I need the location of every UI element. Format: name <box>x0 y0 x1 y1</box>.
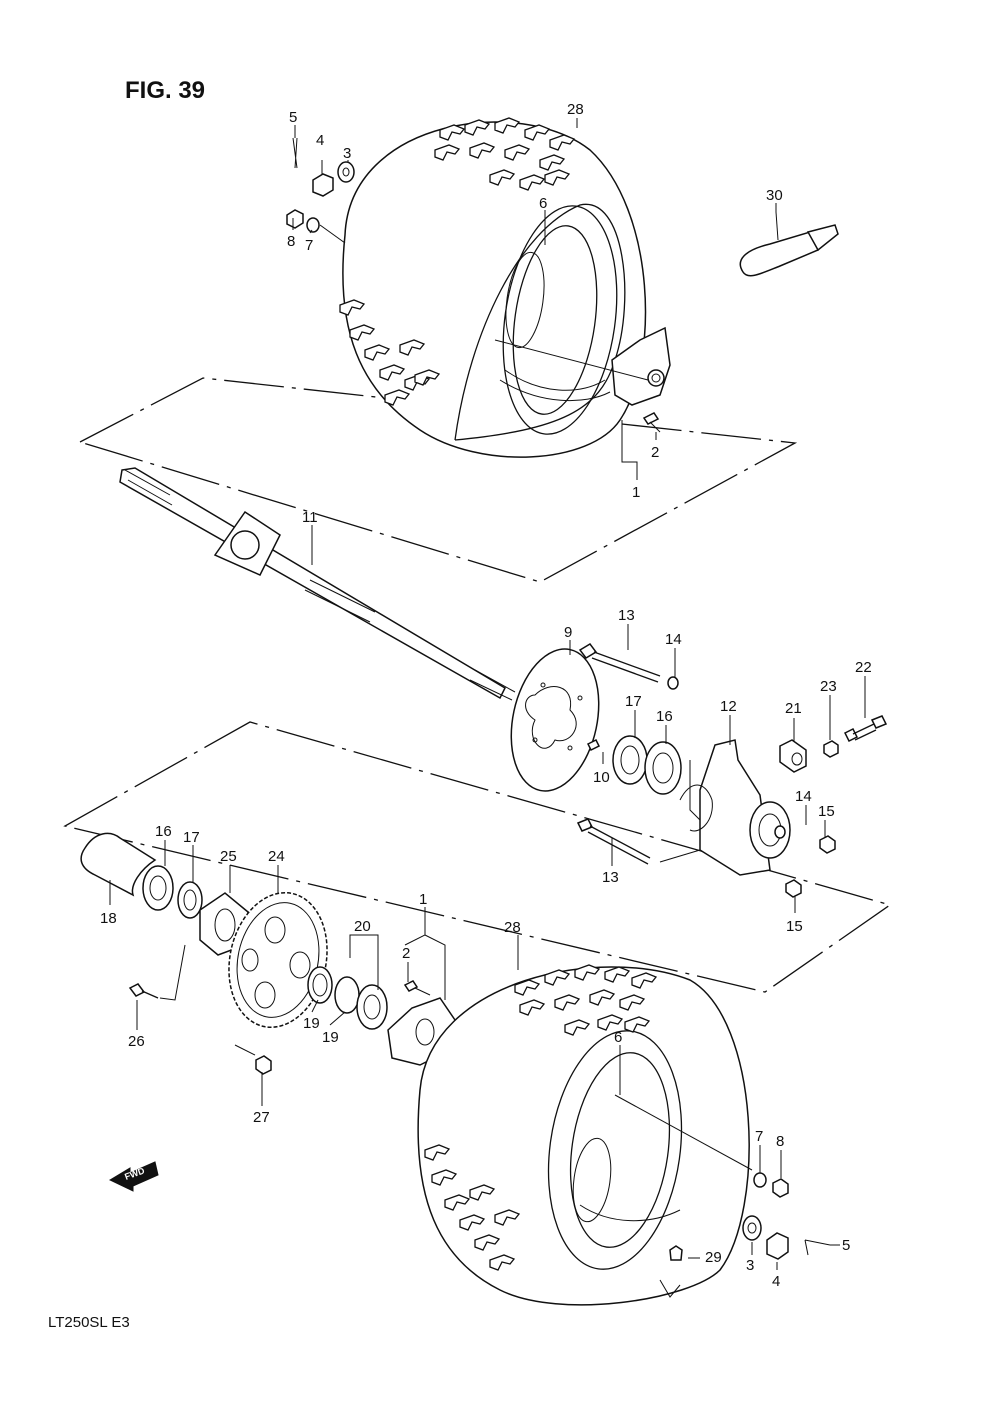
brake-disc <box>510 648 601 792</box>
bolt-13-lower <box>576 818 802 898</box>
callout-10: 10 <box>593 769 610 786</box>
callout-19b: 19 <box>322 1029 339 1046</box>
callout-19a: 19 <box>303 1015 320 1032</box>
callout-25: 25 <box>220 848 237 865</box>
callout-14: 14 <box>665 631 682 648</box>
callout-17b: 17 <box>183 829 200 846</box>
bearings-upper <box>612 735 682 795</box>
callout-15: 15 <box>818 803 835 820</box>
leader-lines <box>109 118 866 1270</box>
callout-6b: 6 <box>614 1029 622 1046</box>
lower-spacer-bearings <box>80 832 203 919</box>
callout-15b: 15 <box>786 918 803 935</box>
callout-22: 22 <box>855 659 872 676</box>
bolt-13-upper <box>578 643 679 690</box>
callout-23: 23 <box>820 678 837 695</box>
callout-12: 12 <box>720 698 737 715</box>
upper-tire <box>339 117 647 458</box>
valve-tool <box>739 211 839 277</box>
callout-17: 17 <box>625 693 642 710</box>
axle-housing <box>679 739 791 876</box>
sprocket-fasteners <box>128 944 272 1075</box>
figure-title: FIG. 39 <box>125 77 205 104</box>
callout-27: 27 <box>253 1109 270 1126</box>
callout-7: 7 <box>305 237 313 254</box>
seals-bearing-20 <box>307 966 388 1030</box>
lower-tire <box>417 964 750 1306</box>
callout-14b: 14 <box>795 788 812 805</box>
upper-right-hardware <box>774 715 888 854</box>
callout-24: 24 <box>268 848 285 865</box>
callout-1b: 1 <box>419 891 427 908</box>
callout-29: 29 <box>705 1249 722 1266</box>
callout-13b: 13 <box>602 869 619 886</box>
callout-8b: 8 <box>776 1133 784 1150</box>
callout-6: 6 <box>539 195 547 212</box>
callout-3: 3 <box>343 145 351 162</box>
callout-20: 20 <box>354 918 371 935</box>
callout-26: 26 <box>128 1033 145 1050</box>
callout-11: 11 <box>302 509 318 526</box>
callout-18: 18 <box>100 910 117 927</box>
lower-alignment-plane <box>63 721 892 993</box>
callout-30: 30 <box>766 187 783 204</box>
callout-3b: 3 <box>746 1257 754 1274</box>
upper-alignment-plane <box>78 377 798 583</box>
callout-5b: 5 <box>842 1237 850 1254</box>
callout-9: 9 <box>564 624 572 641</box>
upper-hardware <box>286 137 355 244</box>
callout-21: 21 <box>785 700 802 717</box>
callout-16: 16 <box>656 708 673 725</box>
callout-13: 13 <box>618 607 635 624</box>
callout-16b: 16 <box>155 823 172 840</box>
model-code: LT250SL E3 <box>48 1314 130 1331</box>
callout-2: 2 <box>651 444 659 461</box>
callout-28b: 28 <box>504 919 521 936</box>
callout-4b: 4 <box>772 1273 780 1290</box>
callout-28: 28 <box>567 101 584 118</box>
callout-labels: 5 4 3 8 7 28 6 30 2 1 11 9 13 14 22 17 1… <box>100 101 872 1290</box>
callout-4: 4 <box>316 132 324 149</box>
forward-direction-arrow: FWD <box>108 1161 159 1192</box>
upper-hub <box>611 326 671 433</box>
callout-7b: 7 <box>755 1128 763 1145</box>
lower-hardware <box>659 1172 831 1298</box>
callout-2b: 2 <box>402 945 410 962</box>
rear-axle <box>119 467 516 701</box>
callout-8: 8 <box>287 233 295 250</box>
callout-5: 5 <box>289 109 297 126</box>
callout-1: 1 <box>632 484 640 501</box>
